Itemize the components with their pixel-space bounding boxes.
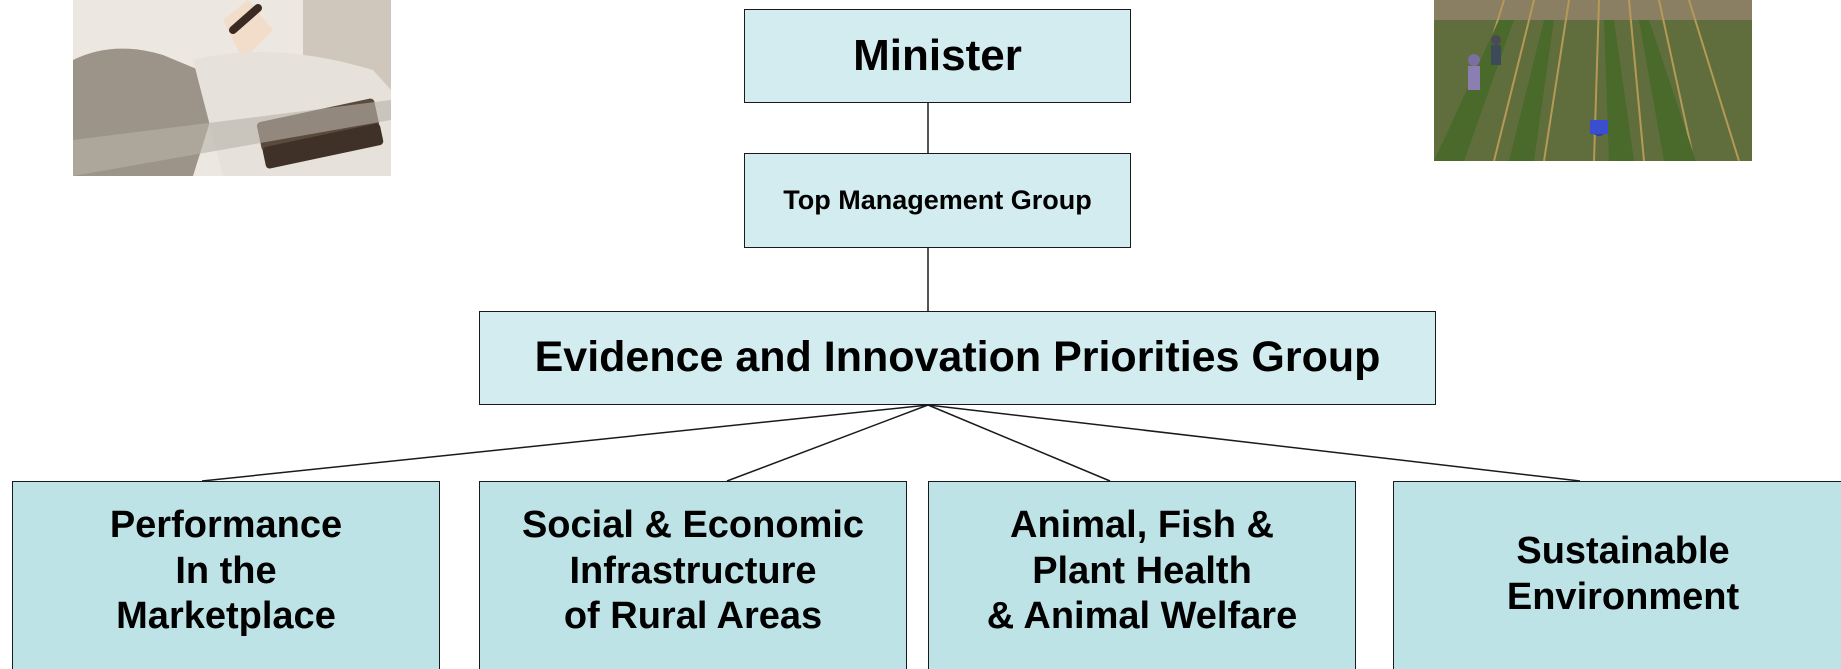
social-economic-infrastructure-label: Social & Economic Infrastructure of Rura…	[521, 504, 865, 638]
top-management-group-label: Top Management Group	[783, 185, 1092, 216]
connector-eip-child-2	[927, 404, 1111, 482]
connector-eip-child-3	[927, 404, 1581, 482]
evidence-innovation-priorities-group-label: Evidence and Innovation Priorities Group	[534, 333, 1381, 382]
animal-fish-plant-health-label: Animal, Fish & Plant Health & Animal Wel…	[986, 504, 1298, 638]
lab-scientist-illustration	[73, 0, 391, 176]
minister-label: Minister	[853, 30, 1022, 80]
social-economic-infrastructure-box: Social & Economic Infrastructure of Rura…	[479, 481, 907, 669]
connector-eip-child-0	[201, 404, 929, 482]
sustainable-environment-box: Sustainable Environment	[1393, 481, 1841, 669]
field-trial-photo	[1434, 0, 1752, 161]
performance-marketplace-box: Performance In the Marketplace	[12, 481, 440, 669]
performance-marketplace-label: Performance In the Marketplace	[109, 504, 343, 638]
animal-fish-plant-health-box: Animal, Fish & Plant Health & Animal Wel…	[928, 481, 1356, 669]
lab-scientist-photo	[73, 0, 391, 176]
connector-eip-child-1	[726, 404, 929, 482]
minister-box: Minister	[744, 9, 1131, 103]
field-trial-illustration	[1434, 0, 1752, 161]
sustainable-environment-label: Sustainable Environment	[1506, 530, 1740, 618]
evidence-innovation-priorities-group-box: Evidence and Innovation Priorities Group	[479, 311, 1436, 405]
top-management-group-box: Top Management Group	[744, 153, 1131, 248]
